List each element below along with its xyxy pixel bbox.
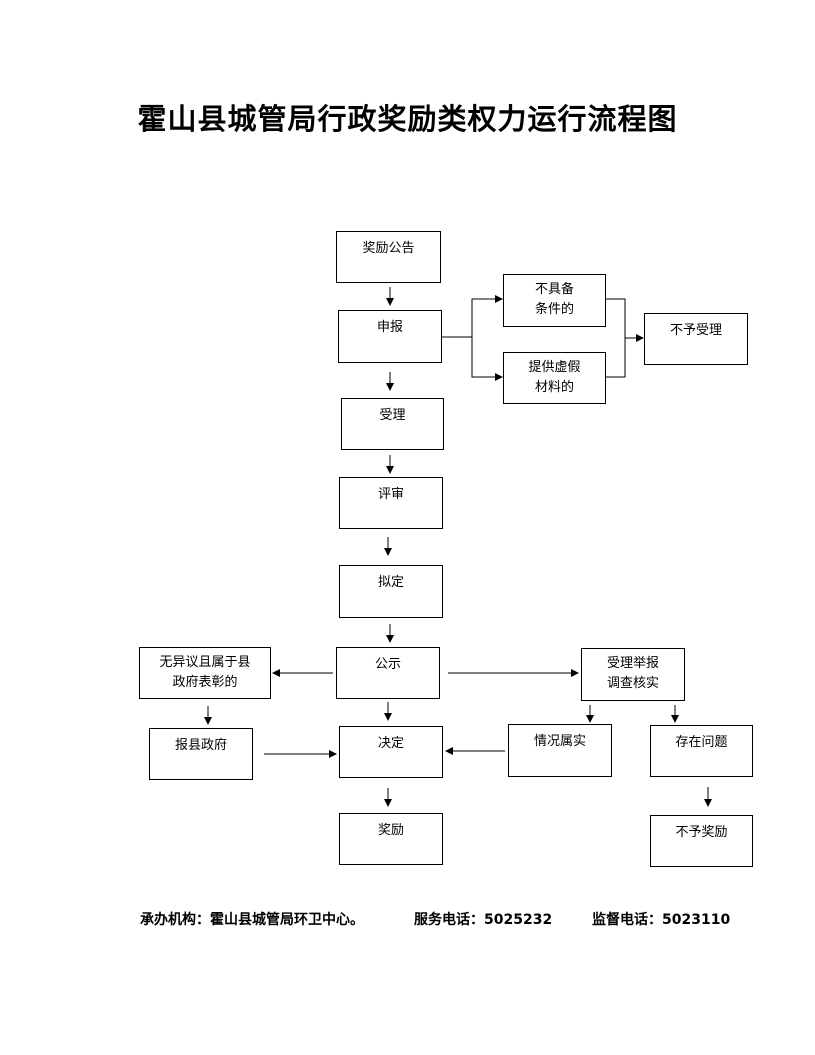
node-decide-label: 决定 <box>377 736 404 751</box>
node-reject-accept-label: 不予受理 <box>669 323 722 338</box>
node-no-objection: 无异议且属于县 政府表彰的 <box>139 647 271 699</box>
footer-service-phone: 服务电话：5025232 <box>414 912 553 928</box>
node-report-gov-label: 报县政府 <box>174 738 227 753</box>
node-accept-label: 受理 <box>379 408 406 423</box>
node-report-gov: 报县政府 <box>149 728 253 780</box>
node-reject-accept: 不予受理 <box>644 313 748 365</box>
node-publicize-label: 公示 <box>374 657 401 672</box>
node-apply: 申报 <box>338 310 442 363</box>
node-draft-label: 拟定 <box>377 575 404 590</box>
node-false-material-line2: 材料的 <box>534 380 574 395</box>
node-has-problem-label: 存在问题 <box>675 735 728 750</box>
node-review-label: 评审 <box>377 487 404 502</box>
node-announce-label: 奖励公告 <box>362 241 415 256</box>
footer-supervise-phone: 监督电话：5023110 <box>592 912 731 928</box>
node-apply-label: 申报 <box>376 320 403 335</box>
merge-reject <box>606 298 626 378</box>
arrow-apply-notqualified <box>471 295 503 337</box>
node-handle-report: 受理举报 调查核实 <box>581 648 685 701</box>
node-false-material: 提供虚假 材料的 <box>503 352 606 404</box>
node-reward: 奖励 <box>339 813 443 865</box>
node-not-qualified-line1: 不具备 <box>534 282 574 297</box>
node-fact-true: 情况属实 <box>508 724 612 777</box>
node-draft: 拟定 <box>339 565 443 618</box>
node-fact-true-label: 情况属实 <box>533 734 586 749</box>
node-not-qualified-line2: 条件的 <box>534 302 574 317</box>
page-title: 霍山县城管局行政奖励类权力运行流程图 <box>137 102 678 136</box>
node-review: 评审 <box>339 477 443 529</box>
node-decide: 决定 <box>339 726 443 778</box>
node-handle-report-line2: 调查核实 <box>606 676 659 691</box>
footer-contact: 承办机构：霍山县城管局环卫中心。 服务电话：5025232 监督电话：5023110 <box>140 909 730 929</box>
node-reward-label: 奖励 <box>377 823 404 838</box>
node-announce: 奖励公告 <box>336 231 441 283</box>
node-not-qualified: 不具备 条件的 <box>503 274 606 327</box>
node-no-reward-label: 不予奖励 <box>675 825 728 840</box>
node-no-reward: 不予奖励 <box>650 815 753 867</box>
node-accept: 受理 <box>341 398 444 450</box>
arrow-apply-falsematerial <box>471 337 503 381</box>
node-false-material-line1: 提供虚假 <box>528 360 581 375</box>
node-handle-report-line1: 受理举报 <box>606 656 659 671</box>
node-has-problem: 存在问题 <box>650 725 753 777</box>
footer-org: 承办机构：霍山县城管局环卫中心。 <box>140 912 364 928</box>
node-no-objection-line1: 无异议且属于县 <box>159 655 251 670</box>
node-publicize: 公示 <box>336 647 440 699</box>
node-no-objection-line2: 政府表彰的 <box>172 675 238 690</box>
